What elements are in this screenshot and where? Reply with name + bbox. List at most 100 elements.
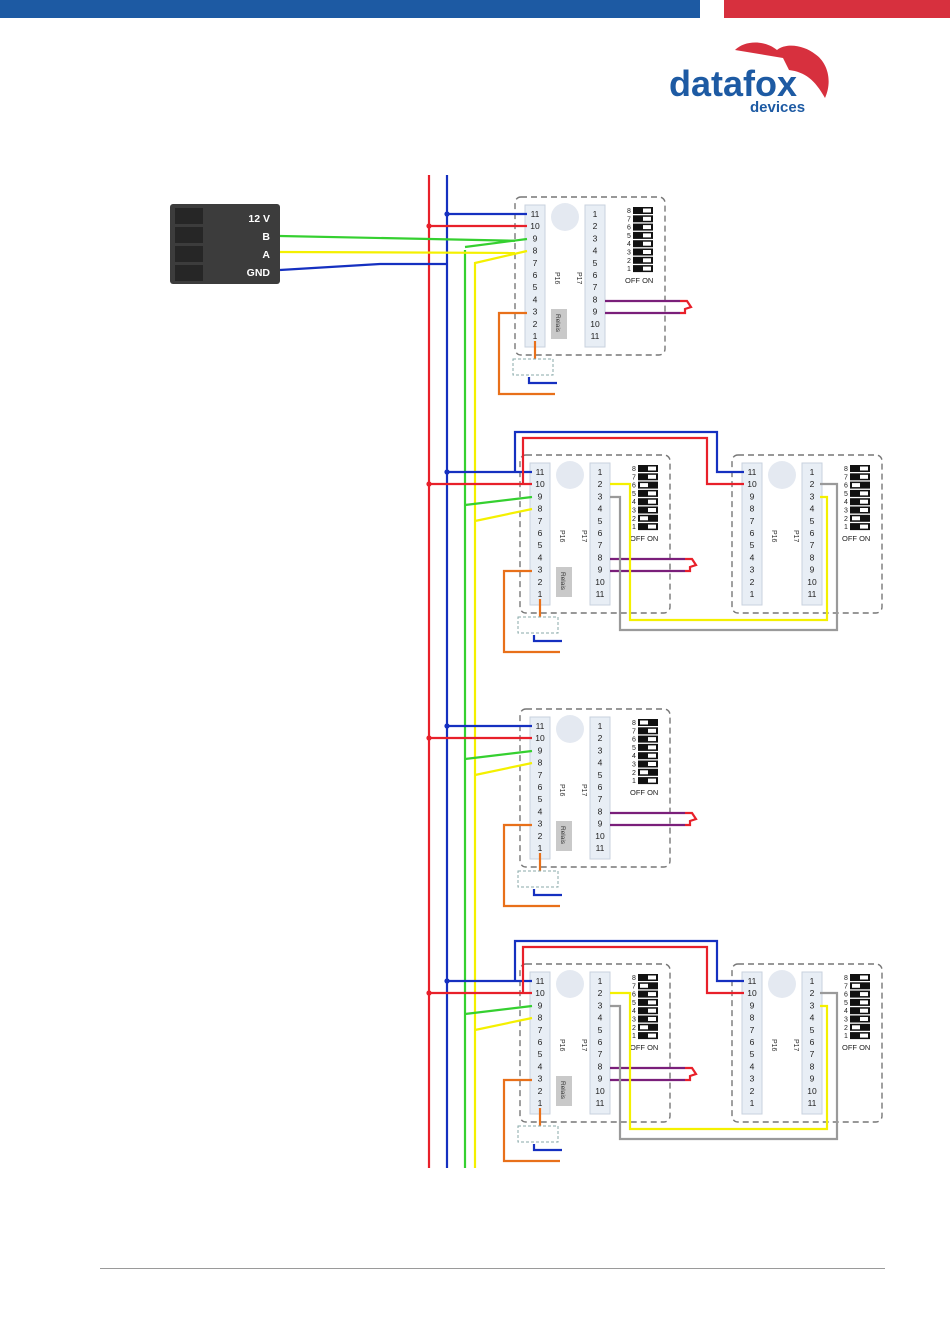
dip-number: 2 xyxy=(632,1025,636,1032)
dip-knob xyxy=(643,208,651,213)
connector-pin-label: 12 V xyxy=(248,213,270,225)
wire-relay-gnd xyxy=(532,1144,562,1152)
junction-dot xyxy=(426,990,432,996)
p16-pin-label: 2 xyxy=(750,1086,755,1096)
p17-pin-label: 1 xyxy=(598,976,603,986)
p16-pin-label: 3 xyxy=(538,565,543,575)
wire-a-tap xyxy=(474,1016,533,1032)
p17-header xyxy=(589,971,611,1115)
p17-pin-label: 6 xyxy=(598,782,603,792)
dip-number: 8 xyxy=(632,720,636,727)
connector-terminal xyxy=(175,208,203,224)
dip-knob xyxy=(860,1008,868,1013)
p17-header xyxy=(584,204,606,348)
p16-pin-label: 10 xyxy=(747,479,757,489)
p17-pin-label: 11 xyxy=(808,1098,817,1108)
p16-pin-label: 5 xyxy=(538,1049,543,1059)
wire-b-tap xyxy=(464,749,533,761)
p16-pin-label: 7 xyxy=(533,258,538,268)
p17-pin-label: 11 xyxy=(596,589,605,599)
p17-pin-label: 1 xyxy=(598,721,603,731)
p17-pin-label: 7 xyxy=(593,282,598,292)
p16-pin-label: 10 xyxy=(535,988,545,998)
p17-header xyxy=(801,462,823,606)
dip-number: 5 xyxy=(632,491,636,498)
p16-pin-label: 9 xyxy=(538,1000,543,1010)
p16-pin-label: 6 xyxy=(750,1037,755,1047)
p16-pin-label: 3 xyxy=(750,565,755,575)
p17-pin-label: 9 xyxy=(598,819,603,829)
p17-label: P17 xyxy=(580,530,587,543)
dip-knob xyxy=(860,499,868,504)
p17-label: P17 xyxy=(575,272,582,285)
dip-knob xyxy=(648,491,656,496)
p17-pin-label: 10 xyxy=(590,319,600,329)
p17-pin-label: 8 xyxy=(598,552,603,562)
p17-pin-label: 4 xyxy=(598,758,603,768)
wire-pair-gray xyxy=(610,991,839,1141)
mount-hole xyxy=(556,461,584,489)
dip-number: 4 xyxy=(632,1008,636,1015)
p16-pin-label: 3 xyxy=(750,1074,755,1084)
relay-label: Relais xyxy=(559,572,566,591)
dip-number: 7 xyxy=(632,474,636,481)
junction-dot xyxy=(426,223,432,229)
junction-dot xyxy=(426,481,432,487)
dip-knob xyxy=(648,1000,656,1005)
wire-b-tap xyxy=(464,237,528,249)
mount-hole xyxy=(556,715,584,743)
p16-pin-label: 8 xyxy=(750,1013,755,1023)
p17-pin-label: 9 xyxy=(810,565,815,575)
dip-number: 4 xyxy=(844,1008,848,1015)
connector-terminal xyxy=(175,246,203,262)
dip-knob xyxy=(852,483,860,488)
dip-number: 5 xyxy=(844,491,848,498)
logo-text: datafox xyxy=(669,63,797,104)
relay-block xyxy=(556,821,572,851)
wire-a-tap xyxy=(474,761,533,777)
dip-knob xyxy=(648,737,656,742)
p17-label: P17 xyxy=(580,784,587,797)
p17-pin-label: 9 xyxy=(593,307,598,317)
mount-hole xyxy=(556,970,584,998)
dip-number: 5 xyxy=(632,1000,636,1007)
wire-relay-out xyxy=(497,311,555,396)
wire-a-tap xyxy=(474,249,528,265)
p17-pin-label: 8 xyxy=(598,806,603,816)
dip-knob xyxy=(640,770,648,775)
dip-number: 6 xyxy=(844,483,848,490)
mount-hole xyxy=(768,461,796,489)
p16-pin-label: 3 xyxy=(533,307,538,317)
p17-pin-label: 7 xyxy=(810,540,815,550)
p16-pin-label: 4 xyxy=(538,552,543,562)
logo-subtext: devices xyxy=(750,99,805,116)
dip-number: 8 xyxy=(844,466,848,473)
dip-number: 6 xyxy=(632,483,636,490)
dip-number: 7 xyxy=(627,216,631,223)
p16-pin-label: 3 xyxy=(538,819,543,829)
p17-pin-label: 4 xyxy=(598,1013,603,1023)
dip-number: 1 xyxy=(632,524,636,531)
p17-pin-label: 2 xyxy=(810,988,815,998)
dip-number: 6 xyxy=(632,992,636,999)
connector-pin-label: B xyxy=(262,231,270,243)
p16-label: P16 xyxy=(770,530,777,543)
p17-pin-label: 11 xyxy=(596,843,605,853)
p17-label: P17 xyxy=(792,1039,799,1052)
p17-pin-label: 3 xyxy=(598,1000,603,1010)
dip-number: 6 xyxy=(632,737,636,744)
p17-header xyxy=(801,971,823,1115)
p17-pin-label: 2 xyxy=(598,988,603,998)
dip-number: 7 xyxy=(844,983,848,990)
p17-pin-label: 11 xyxy=(596,1098,605,1108)
p17-header xyxy=(589,462,611,606)
p16-pin-label: 11 xyxy=(536,467,545,477)
relay-label: Relais xyxy=(559,1081,566,1100)
relay-contact-symbol xyxy=(680,299,693,315)
p17-pin-label: 2 xyxy=(598,479,603,489)
p17-label: P17 xyxy=(792,530,799,543)
dip-number: 7 xyxy=(844,474,848,481)
mount-hole xyxy=(551,203,579,231)
